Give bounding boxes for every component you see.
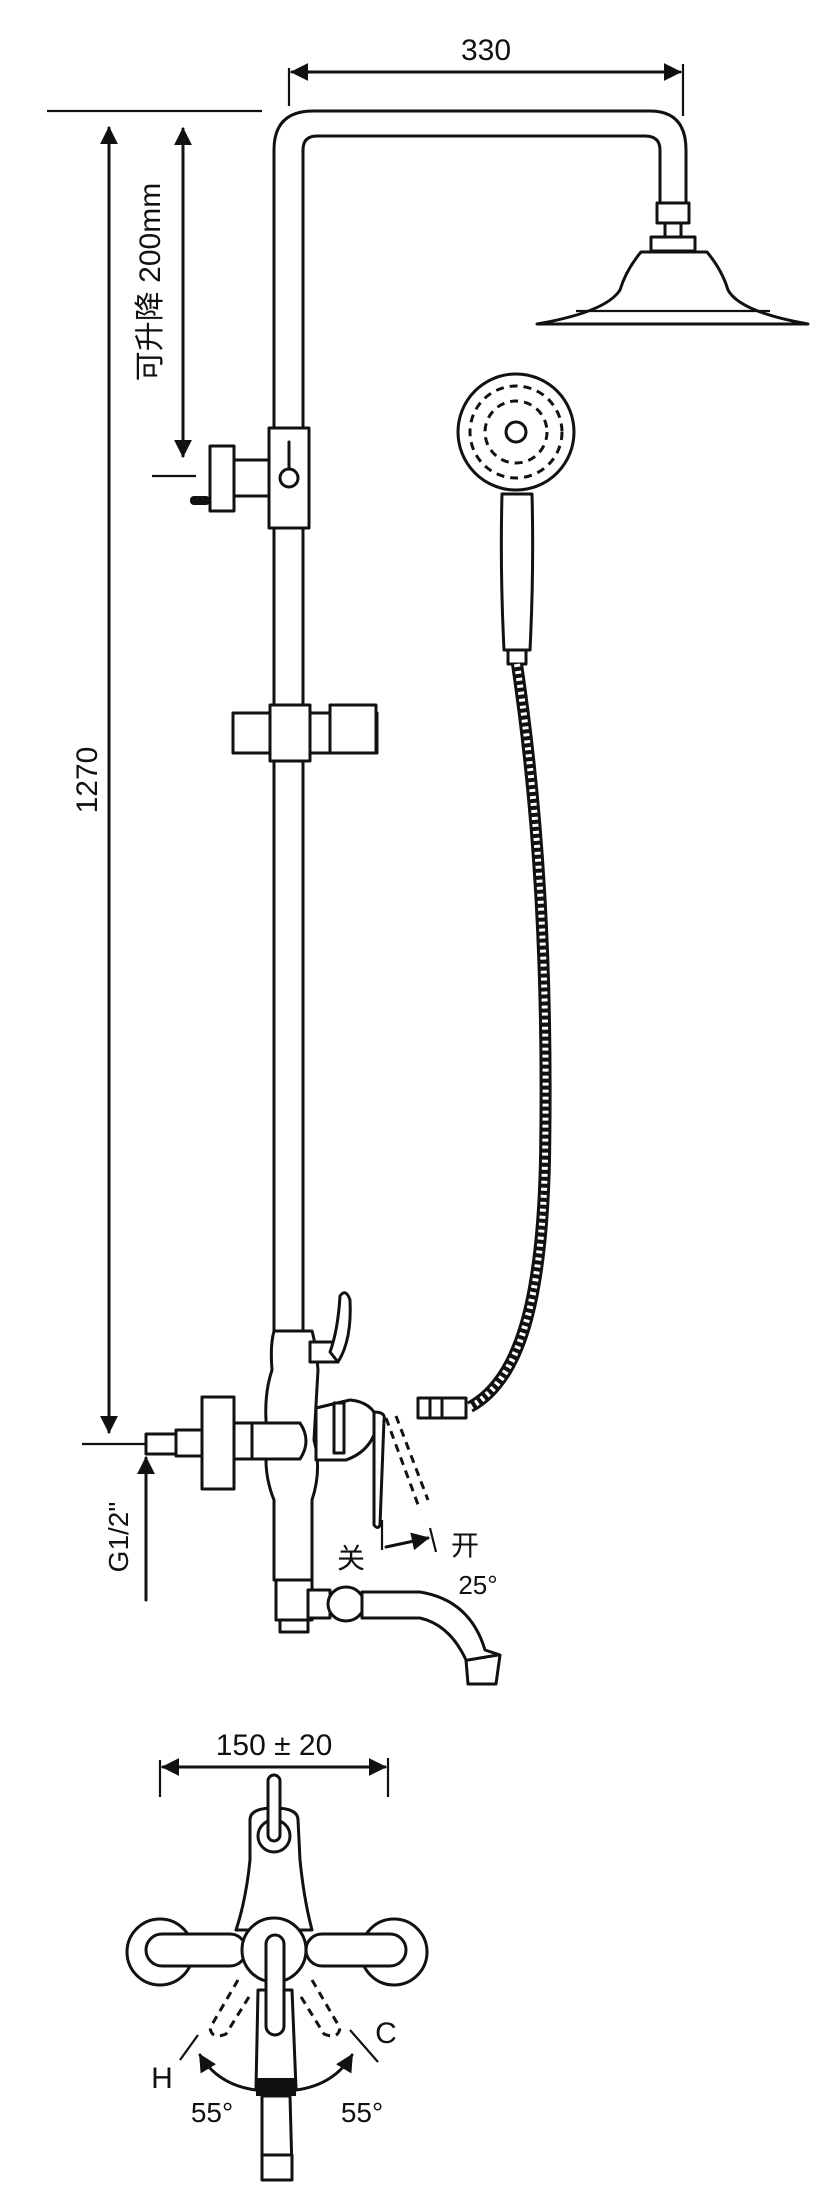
top-body: [234, 1806, 314, 1932]
lever-closed-label: 关: [337, 1543, 365, 1574]
mixer-lever[interactable]: [372, 1410, 386, 1529]
bracket-arm: [232, 458, 271, 498]
lever-rotation-arrow: [384, 1532, 430, 1551]
hot-lever-position: [208, 1979, 254, 2038]
overhead-shower-head: [535, 201, 810, 326]
mixer-valve-top-view: 150 ± 20 H C 55° 55°: [125, 1729, 429, 2182]
cartridge-housing: [314, 1398, 380, 1462]
dimension-1270-label: 1270: [71, 747, 104, 814]
lever-open-position-outline: [394, 1415, 430, 1501]
holder-cradle: [328, 703, 378, 755]
head-bell: [535, 250, 810, 326]
hot-limit-line: [179, 2034, 199, 2061]
open-tick: [428, 1527, 438, 1553]
spout-aerator-top: [260, 2153, 294, 2182]
spray-center: [504, 420, 528, 444]
eccentric-connector: [174, 1428, 206, 1458]
hot-label: H: [151, 2062, 173, 2095]
mixer-valve-side: 关 开 25° G1/2": [82, 1291, 502, 1686]
spout-joint: [326, 1585, 366, 1623]
head-nut: [649, 235, 697, 253]
spout-joint-top: [256, 2078, 296, 2096]
head-connector: [655, 201, 691, 225]
cold-lever-position: [296, 1979, 342, 2038]
dimension-1270: 1270: [71, 126, 118, 1434]
adjustable-range-label: 可升降 200mm: [134, 183, 167, 381]
holder-collar: [268, 703, 312, 763]
riser-pipe: [272, 109, 688, 1334]
bath-spout: [360, 1590, 502, 1686]
mixer-lever-top[interactable]: [264, 1933, 286, 2037]
inlet-thread: [144, 1432, 178, 1456]
hot-angle-label: 55°: [191, 2097, 233, 2128]
dimension-330: 330: [287, 34, 685, 116]
lever-open-angle-label: 25°: [458, 1570, 497, 1600]
diverter-lever-top[interactable]: [266, 1773, 282, 1843]
soap-holder: [208, 444, 236, 513]
lever-open-label: 开: [451, 1530, 479, 1561]
left-arm: [144, 1932, 248, 1968]
dimension-330-label: 330: [461, 34, 511, 67]
flexible-hose: [416, 663, 552, 1420]
diverter-lever[interactable]: [328, 1291, 352, 1364]
holder-tab: [190, 496, 210, 505]
right-arm: [304, 1932, 408, 1968]
spray-nozzles-inner: [483, 399, 549, 465]
cartridge-ring: [332, 1401, 346, 1455]
slide-bracket: [190, 426, 311, 530]
body-boss: [250, 1421, 308, 1461]
dimension-adjustable-200mm: 可升降 200mm: [134, 127, 196, 478]
head-neck: [663, 221, 683, 239]
wall-flange: [200, 1395, 236, 1491]
cold-limit-line: [349, 2029, 379, 2063]
body-outlet: [278, 1618, 310, 1634]
cold-angle-label: 55°: [341, 2097, 383, 2128]
handle-cone: [506, 648, 528, 666]
spray-nozzles-outer: [468, 384, 564, 480]
inlet-thread-label: G1/2": [103, 1502, 134, 1573]
hand-shower: [456, 372, 576, 666]
cold-label: C: [375, 2017, 397, 2050]
inlet-spacing-label: 150 ± 20: [216, 1729, 333, 1762]
flange-nut: [232, 1421, 254, 1461]
hand-shower-handle: [499, 492, 535, 652]
lever-open-position: [384, 1417, 422, 1511]
slider-knob[interactable]: [278, 467, 300, 489]
hand-shower-holder: [231, 703, 379, 763]
cold-rotation-arrow: [294, 2053, 354, 2092]
hot-rotation-arrow: [198, 2053, 258, 2092]
